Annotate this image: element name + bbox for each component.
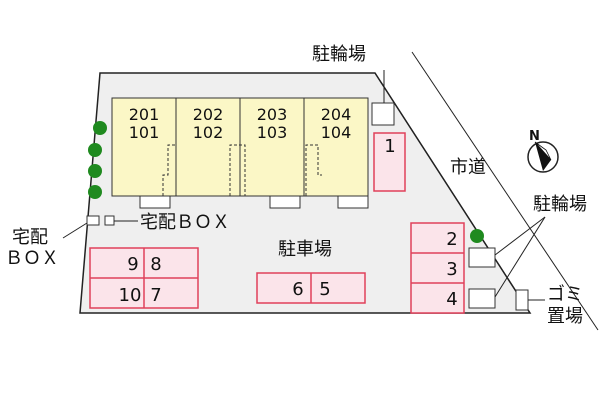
unit-label-upper: 202 [193,105,224,124]
entrance-step [139,195,171,209]
garbage-area-box [515,289,529,311]
interior-partition [162,144,176,196]
unit-label-upper: 204 [321,105,352,124]
lot-road-line [374,72,531,314]
unit-label-upper: 203 [257,105,288,124]
parking-block-left: 9 8 10 7 [89,247,199,309]
tree-icon [93,121,107,135]
building: 201 101 202 102 203 103 204 104 [111,97,369,209]
bicycle-parking-box [468,247,496,268]
bicycle-parking-top-label: 駐輪場 [312,44,366,65]
unit-label-lower: 104 [321,123,352,142]
city-road-label: 市道 [450,157,486,178]
building-unit-3 [239,97,305,197]
bicycle-parking-right-label: 駐輪場 [533,194,587,215]
tree-icon [88,164,102,178]
parking-number: 1 [384,136,395,157]
parking-number: 6 [292,279,303,300]
building-unit-4 [303,97,369,197]
parking-number: 9 [127,254,138,275]
parking-stack-right: 2 3 4 [410,222,465,314]
parking-lot-label: 駐車場 [278,239,332,260]
leader-line [494,216,546,298]
bicycle-parking-box [371,102,395,126]
unit-label-lower: 103 [257,123,288,142]
parking-block-center: 6 5 [256,272,366,304]
tree-icon [470,229,484,243]
parking-number: 4 [446,289,457,310]
parking-number: 3 [446,259,457,280]
garbage-area-label-1: ゴミ [547,284,583,305]
road-edge-line [411,51,599,331]
building-unit-1 [111,97,177,197]
entrance-step [337,195,369,209]
unit-label-upper: 201 [129,105,160,124]
tree-icon [88,185,102,199]
delivery-box-label-mid: 宅配ＢＯＸ [140,212,230,233]
parking-number: 5 [319,279,330,300]
leader-line [494,216,546,256]
garbage-area-label-2: 置場 [547,306,583,327]
bicycle-parking-box [468,288,496,309]
delivery-box [86,215,100,226]
delivery-box [104,215,115,226]
unit-label-lower: 101 [129,123,160,142]
parking-space-1 [373,132,406,192]
parking-number: 2 [446,229,457,250]
entrance-step [269,195,301,209]
interior-partition [305,144,322,196]
tree-icon [88,143,102,157]
compass-icon: N [527,129,559,173]
parking-number: 7 [150,285,161,306]
trees [88,121,484,243]
parking-number: 10 [119,285,142,306]
delivery-box-label-left-1: 宅配 [12,227,48,248]
building-unit-2 [175,97,241,197]
north-label: N [529,129,540,144]
interior-partition [229,144,246,196]
unit-label-lower: 102 [193,123,224,142]
parking-number: 8 [150,254,161,275]
delivery-box-label-left-2: ＢＯＸ [5,248,59,269]
leader-line [62,222,88,239]
